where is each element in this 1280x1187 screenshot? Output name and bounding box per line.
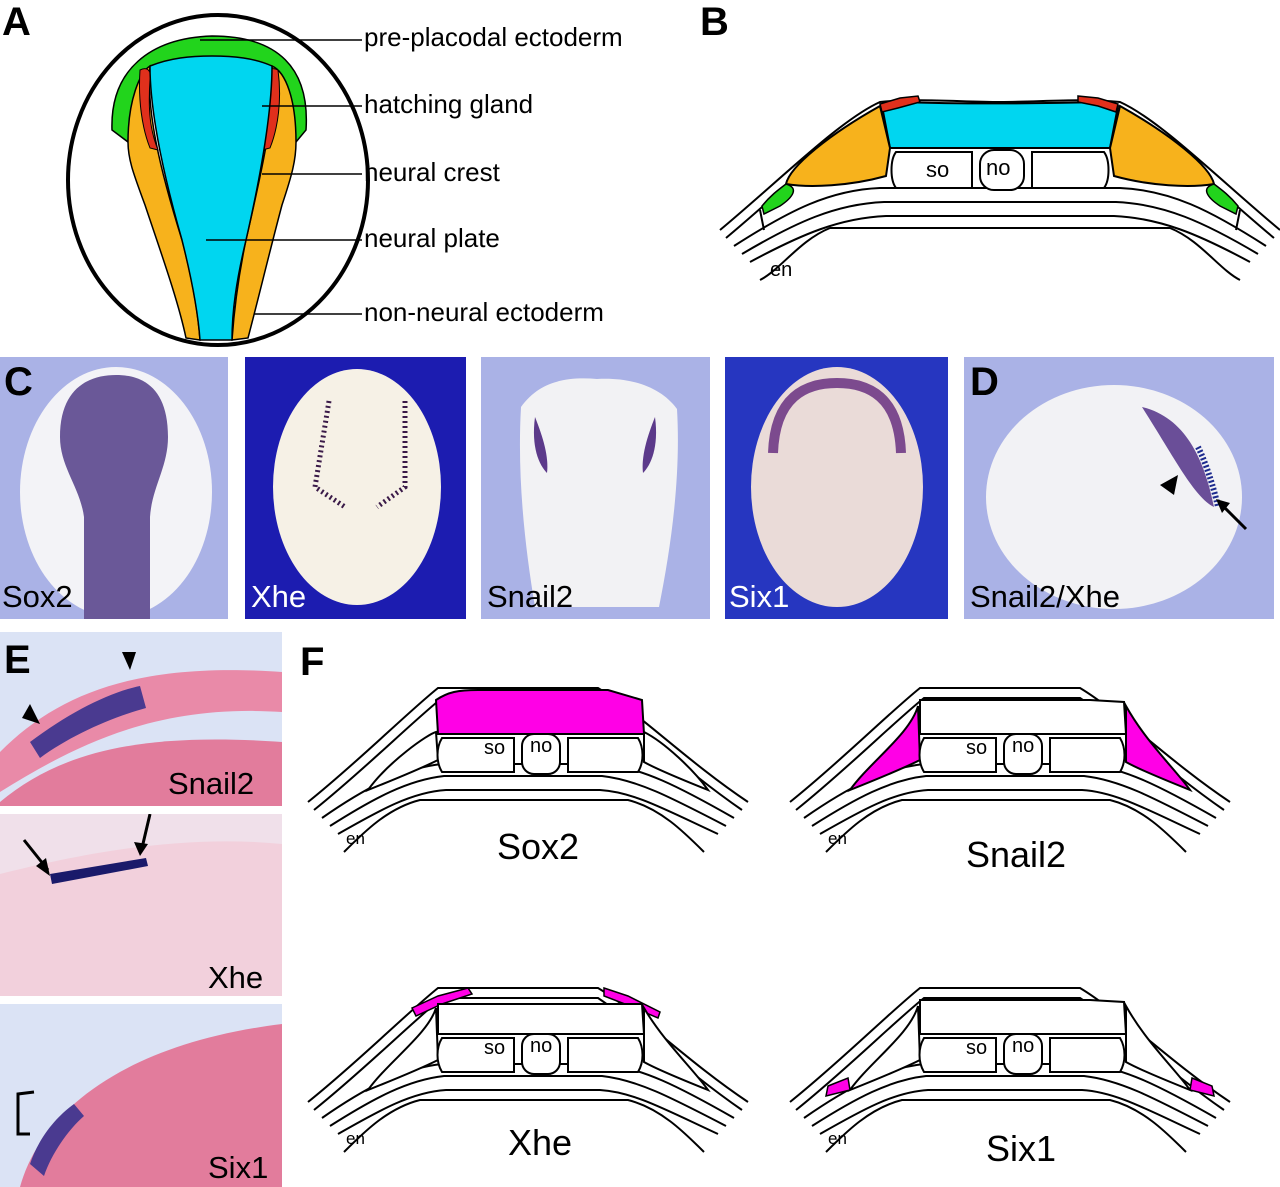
f-six1-en: en — [828, 1129, 847, 1148]
section-preplacodal-right — [1205, 183, 1239, 216]
photo-sox2: Sox2 — [0, 357, 228, 619]
panel-letter-c: C — [4, 360, 33, 404]
panel-letter-f: F — [300, 640, 325, 684]
label-neural-plate: neural plate — [364, 223, 500, 253]
hatching-gland-left — [139, 68, 159, 151]
panel-b-section-diagram — [719, 95, 1280, 281]
label-pre-placodal-ectoderm: pre-placodal ectoderm — [364, 22, 623, 52]
neural-plate-region — [149, 55, 273, 341]
section-neural-crest-right — [1108, 104, 1216, 187]
f-gene-sox2: Sox2 — [497, 826, 580, 867]
photo-snail2: Snail2 — [481, 357, 710, 619]
photo-six1: Six1 — [725, 357, 948, 619]
panel-a-embryo-diagram — [66, 13, 370, 347]
f-diagram-sox2 — [307, 687, 749, 853]
d-label-snail2-xhe: Snail2/Xhe — [970, 579, 1120, 614]
label-hatching-gland: hatching gland — [364, 89, 534, 119]
f-snail2-no: no — [1012, 735, 1035, 757]
panel-letter-d: D — [970, 360, 999, 404]
panel-letter-b: B — [700, 0, 729, 44]
f-diagram-xhe — [307, 986, 749, 1153]
label-neural-crest: neural crest — [364, 157, 500, 187]
c-label-six1: Six1 — [729, 579, 790, 614]
c-label-snail2: Snail2 — [487, 579, 574, 614]
section-neural-crest-left — [784, 104, 892, 187]
f-xhe-so: so — [484, 1037, 506, 1059]
f-six1-so: so — [966, 1037, 988, 1059]
photo-xhe: Xhe — [245, 357, 466, 619]
label-non-neural-ectoderm: non-neural ectoderm — [364, 297, 604, 327]
section-photo-six1: Six1 — [0, 1004, 282, 1187]
f-xhe-en: en — [346, 1129, 365, 1148]
b-no-label: no — [986, 155, 1011, 180]
f-six1-no: no — [1012, 1035, 1035, 1057]
e-label-xhe: Xhe — [208, 960, 264, 995]
c-label-xhe: Xhe — [251, 579, 307, 614]
panel-letter-e: E — [4, 638, 31, 682]
f-gene-xhe: Xhe — [508, 1122, 573, 1163]
f-gene-six1: Six1 — [986, 1128, 1057, 1169]
f-xhe-no: no — [530, 1035, 553, 1057]
section-preplacodal-left — [761, 183, 795, 216]
f-snail2-so: so — [966, 737, 988, 759]
f-diagram-six1 — [789, 987, 1231, 1153]
b-en-label: en — [770, 259, 793, 281]
section-photo-snail2: Snail2 — [0, 632, 282, 806]
e-label-six1: Six1 — [208, 1150, 269, 1185]
e-label-snail2: Snail2 — [168, 766, 255, 801]
section-neural-plate — [880, 100, 1120, 149]
section-hatching-gland-right — [1077, 95, 1119, 113]
photo-snail2-xhe: Snail2/Xhe — [964, 357, 1274, 619]
panel-letter-a: A — [2, 0, 31, 44]
b-so-label: so — [926, 157, 950, 182]
f-snail2-en: en — [828, 829, 847, 848]
f-sox2-no: no — [530, 735, 553, 757]
f-diagram-snail2 — [789, 687, 1231, 853]
section-photo-xhe: Xhe — [0, 814, 282, 996]
f-sox2-en: en — [346, 829, 365, 848]
c-label-sox2: Sox2 — [2, 579, 73, 614]
f-gene-snail2: Snail2 — [966, 834, 1067, 875]
f-sox2-so: so — [484, 737, 506, 759]
